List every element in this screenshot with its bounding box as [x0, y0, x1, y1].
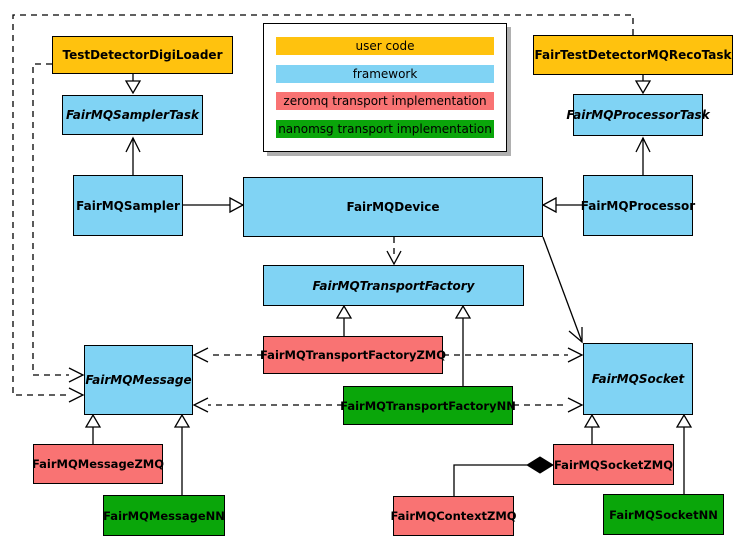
edge-factorynn-transportfactory — [454, 304, 472, 386]
node-test-detector-digi-loader: TestDetectorDigiLoader — [52, 36, 233, 74]
edge-messagenn-message — [173, 413, 191, 495]
node-fairmq-processor: FairMQProcessor — [581, 175, 695, 236]
node-fairmq-transport-factory: FairMQTransportFactory — [263, 265, 524, 306]
edge-factoryzmq-transportfactory — [335, 304, 353, 336]
edge-messagezmq-message — [84, 413, 102, 444]
open-arrowhead-icon — [125, 136, 141, 153]
node-fairmq-message-nn: FairMQMessageNN — [103, 495, 225, 536]
node-fairmq-message: FairMQMessage — [84, 345, 193, 415]
inheritance-arrowhead-icon — [173, 413, 191, 428]
edge-device-transportfactory — [386, 237, 402, 266]
edge-factorynn-message — [192, 397, 343, 413]
inheritance-arrowhead-icon — [454, 304, 472, 319]
inheritance-arrowhead-icon — [634, 80, 652, 95]
node-fairmq-socket-zmq: FairMQSocketZMQ — [553, 444, 674, 485]
node-fairmq-sampler: FairMQSampler — [73, 175, 183, 236]
edge-factorynn-socket — [513, 397, 584, 413]
node-fair-test-detector-mq-reco-task: FairTestDetectorMQRecoTask — [533, 35, 733, 75]
edge-socketzmq-socket — [583, 413, 601, 444]
edge-processor-processortask — [635, 136, 651, 175]
node-fairmq-context-zmq: FairMQContextZMQ — [390, 496, 517, 536]
open-arrowhead-icon — [68, 387, 85, 403]
legend-item-zeromq: zeromq transport implementation — [276, 92, 494, 111]
edge-sampler-samplertask — [125, 136, 141, 175]
edge-processor-device — [541, 196, 583, 214]
inheritance-arrowhead-icon — [229, 196, 245, 214]
inheritance-arrowhead-icon — [583, 413, 601, 428]
composition-diamond-icon — [526, 456, 554, 474]
node-fairmq-socket: FairMQSocket — [583, 343, 693, 415]
edge-socketnn-socket — [675, 413, 693, 494]
edge-contextzmq-socketzmq — [453, 456, 554, 496]
open-arrowhead-icon — [386, 250, 402, 266]
node-fairmq-message-zmq: FairMQMessageZMQ — [32, 444, 164, 484]
node-fairmq-sampler-task: FairMQSamplerTask — [62, 95, 203, 135]
legend-item-framework: framework — [276, 64, 494, 83]
inheritance-arrowhead-icon — [675, 413, 693, 428]
inheritance-arrowhead-icon — [84, 413, 102, 428]
node-fairmq-socket-nn: FairMQSocketNN — [603, 494, 724, 535]
node-fairmq-transport-factory-nn: FairMQTransportFactoryNN — [340, 386, 516, 425]
edge-sampler-device — [183, 196, 245, 214]
edge-device-socket — [542, 236, 583, 344]
edge-recotask-message — [12, 14, 634, 403]
legend: user code framework zeromq transport imp… — [263, 23, 507, 152]
node-fairmq-device: FairMQDevice — [243, 177, 543, 237]
open-arrowhead-icon — [635, 136, 651, 153]
open-arrowhead-icon — [567, 347, 584, 363]
edge-digiloader-message — [32, 63, 85, 383]
edge-factoryzmq-socket — [443, 347, 584, 363]
edge-recotask-processortask — [634, 75, 652, 95]
node-fairmq-processor-task: FairMQProcessorTask — [566, 94, 710, 136]
open-arrowhead-icon — [192, 347, 209, 363]
edge-factoryzmq-message — [192, 347, 263, 363]
open-arrowhead-icon — [568, 327, 583, 344]
open-arrowhead-icon — [567, 397, 584, 413]
inheritance-arrowhead-icon — [124, 80, 142, 95]
open-arrowhead-icon — [68, 367, 85, 383]
legend-item-nanomsg: nanomsg transport implementation — [276, 119, 494, 138]
legend-item-user-code: user code — [276, 37, 494, 56]
node-fairmq-transport-factory-zmq: FairMQTransportFactoryZMQ — [260, 336, 446, 374]
inheritance-arrowhead-icon — [541, 196, 557, 214]
inheritance-arrowhead-icon — [335, 304, 353, 319]
open-arrowhead-icon — [192, 397, 209, 413]
edge-digiloader-samplertask — [124, 74, 142, 95]
